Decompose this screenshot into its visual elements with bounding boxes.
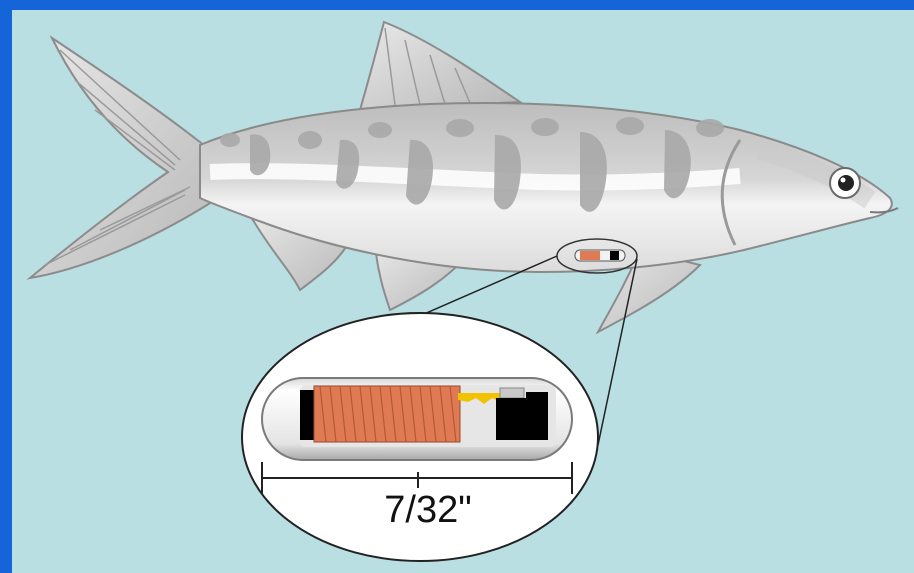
copper-coil — [314, 386, 460, 442]
length-label: 7/32" — [384, 489, 471, 531]
pit-tag-capsule — [262, 378, 572, 460]
microchip — [496, 398, 548, 440]
